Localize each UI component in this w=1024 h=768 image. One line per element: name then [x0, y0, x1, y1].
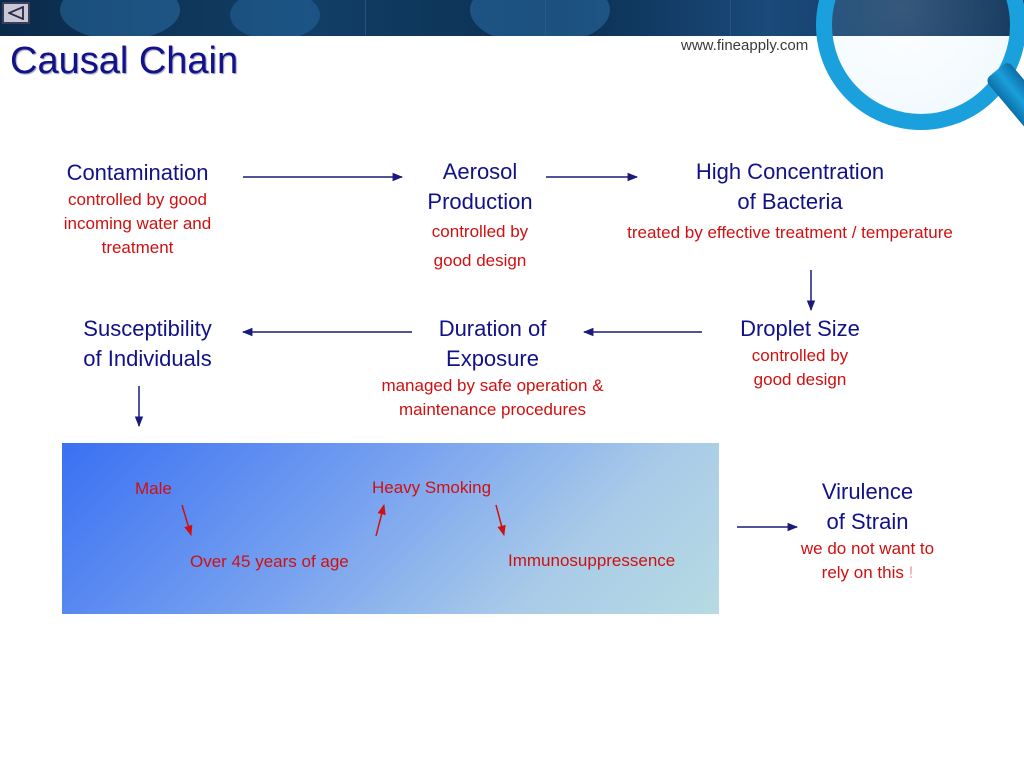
- back-triangle-icon: [8, 6, 24, 20]
- banner-decoration: [60, 0, 180, 36]
- back-button[interactable]: [2, 2, 30, 24]
- risk-factor-panel: [62, 443, 719, 614]
- node-label-line: High Concentration: [695, 159, 885, 184]
- node-note-line: controlled by: [431, 222, 529, 241]
- node-high-concentration: High Concentration of Bacteria treated b…: [595, 157, 985, 245]
- node-label-line: Virulence: [821, 479, 914, 504]
- banner-divider: [545, 0, 546, 36]
- factor-immunosuppression: Immunosuppressence: [508, 551, 676, 570]
- node-label: Aerosol Production: [427, 159, 533, 214]
- factor-age: Over 45 years of age: [190, 552, 349, 571]
- node-susceptibility: Susceptibility of Individuals: [55, 314, 240, 374]
- node-note-line: controlled by: [751, 346, 849, 365]
- node-duration-exposure: Duration of Exposure managed by safe ope…: [350, 314, 635, 422]
- node-note: managed by safe operation & maintenance …: [381, 376, 604, 419]
- node-note: controlled by good incoming water and tr…: [63, 190, 212, 257]
- node-droplet-size: Droplet Size controlled by good design: [715, 314, 885, 392]
- node-label-line: of Bacteria: [737, 189, 843, 214]
- note-mark: !: [908, 563, 914, 582]
- page-title: Causal Chain: [10, 40, 239, 82]
- banner-divider: [730, 0, 731, 36]
- node-note-text: rely on this: [821, 563, 904, 582]
- node-label-line: of Strain: [826, 509, 909, 534]
- node-note: treated by effective treatment / tempera…: [627, 223, 953, 242]
- factor-male: Male: [135, 479, 172, 498]
- node-label-line: of Individuals: [83, 346, 212, 371]
- node-aerosol-production: Aerosol Production controlled by good de…: [405, 157, 555, 275]
- node-label: Droplet Size: [740, 316, 860, 341]
- node-virulence: Virulence of Strain we do not want to re…: [780, 477, 955, 585]
- node-label-line: Duration of: [438, 316, 547, 341]
- node-label: Contamination: [66, 160, 209, 185]
- factor-heavy-smoking: Heavy Smoking: [372, 478, 492, 497]
- arrow-age-to-smoking: [375, 503, 386, 537]
- banner-divider: [365, 0, 366, 36]
- node-note-line: rely on this !: [780, 561, 955, 585]
- node-note-line: good design: [753, 370, 847, 389]
- node-note: controlled by good design: [405, 217, 555, 275]
- node-note-line: we do not want to: [800, 539, 935, 558]
- banner-decoration: [230, 0, 320, 36]
- arrow-smoking-to-immuno: [495, 504, 506, 537]
- node-label-line: Susceptibility: [83, 316, 212, 341]
- node-label-line: Exposure: [446, 346, 539, 371]
- arrow-male-to-age: [181, 504, 193, 537]
- node-contamination: Contamination controlled by good incomin…: [45, 158, 230, 260]
- node-note-line: good design: [433, 251, 527, 270]
- banner-decoration: [470, 0, 610, 36]
- site-url[interactable]: www.fineapply.com: [681, 37, 809, 54]
